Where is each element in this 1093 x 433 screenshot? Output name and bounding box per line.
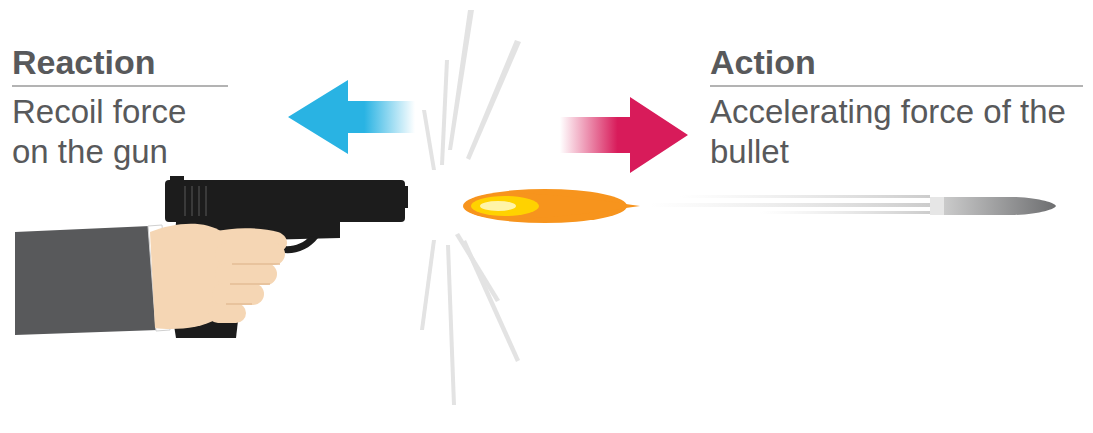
hand (150, 224, 287, 329)
sleeve (15, 226, 158, 335)
heading: Reaction (12, 42, 156, 82)
speed-lines (650, 195, 930, 214)
heading-rule (710, 85, 1083, 87)
reaction-arrow (288, 80, 415, 154)
description: Recoil force on the gun (12, 92, 228, 172)
heading-rule (12, 85, 228, 87)
heading: Action (710, 42, 816, 82)
action-arrow (560, 97, 688, 173)
description: Accelerating force of the bullet (710, 92, 1086, 172)
bullet (930, 197, 1056, 215)
